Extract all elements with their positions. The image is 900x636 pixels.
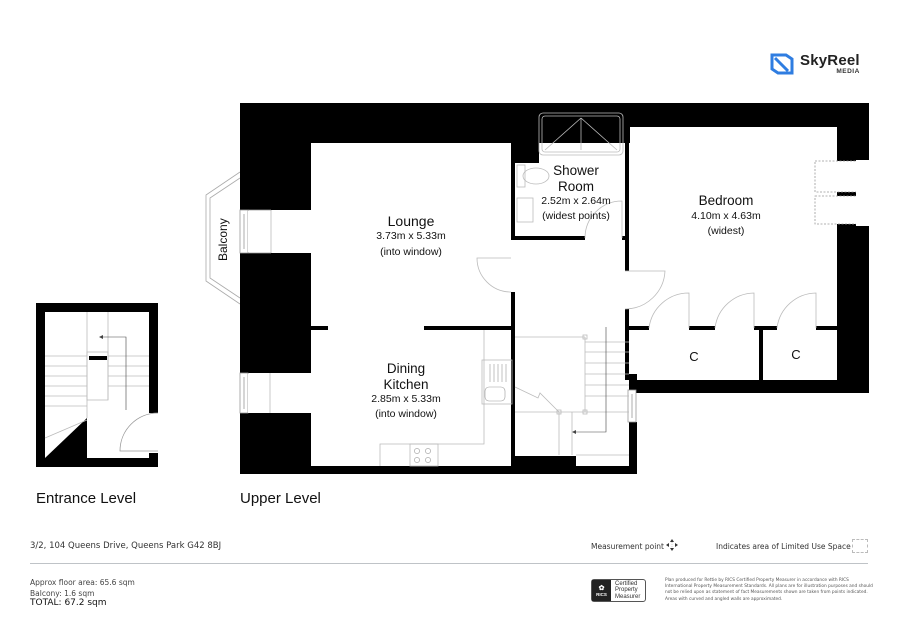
disclaimer-text: Plan produced for Rettie by RICS Certifi…	[665, 578, 873, 602]
rics-badge-text: RICS	[596, 592, 607, 597]
brand-name: SkyReel	[800, 52, 860, 69]
rics-logo-icon: ✿ RICS	[592, 580, 611, 601]
room-dimensions: 3.73m x 5.33m	[376, 230, 446, 243]
legend-measurement-point: Measurement point	[591, 542, 664, 551]
room-bedroom: Bedroom 4.10m x 4.63m (widest)	[691, 193, 760, 237]
entrance-level-label: Entrance Level	[36, 490, 137, 507]
room-shower: Shower Room 2.52m x 2.64m (widest points…	[541, 163, 610, 222]
property-address: 3/2, 104 Queens Drive, Queens Park G42 8…	[30, 541, 222, 551]
rics-certified-badge: ✿ RICS Certified Property Measurer	[591, 579, 647, 602]
room-name: Lounge	[387, 213, 435, 229]
rics-label-line2: Property	[615, 587, 638, 594]
balcony-area: Balcony: 1.6 sqm	[30, 589, 95, 598]
legend-measurement-label: Measurement point	[591, 542, 665, 551]
room-dimensions: 2.85m x 5.33m	[371, 393, 441, 406]
room-dimensions: 4.10m x 4.63m	[691, 209, 761, 222]
skyreel-logo: SkyReel MEDIA	[770, 53, 860, 76]
room-note: (into window)	[375, 408, 437, 421]
skyreel-logo-icon	[770, 53, 794, 75]
closet-label-1: C	[689, 349, 699, 364]
rics-label-line1: Certified	[615, 581, 638, 587]
room-name-line1: Shower	[553, 163, 599, 178]
floor-area: Approx floor area: 65.6 sqm	[30, 578, 135, 587]
room-name: Bedroom	[698, 193, 754, 208]
balcony-label: Balcony	[216, 218, 230, 261]
room-note: (widest)	[707, 224, 745, 237]
room-lounge: Lounge 3.73m x 5.33m (into window)	[376, 213, 445, 258]
limited-use-space-swatch	[852, 539, 868, 553]
entrance-level-plan	[36, 303, 159, 467]
brand-sub: MEDIA	[836, 68, 860, 75]
rics-label: Certified Property Measurer	[611, 580, 645, 601]
room-dining-kitchen: Dining Kitchen 2.85m x 5.33m (into windo…	[371, 361, 440, 420]
room-name-line1: Dining	[386, 361, 426, 376]
rics-label-line3: Measurer	[615, 593, 641, 600]
footer-divider	[30, 563, 868, 564]
room-note: (into window)	[380, 246, 442, 259]
measurement-point-icon	[666, 539, 678, 551]
total-area: TOTAL: 67.2 sqm	[30, 598, 107, 608]
room-name-line2: Room	[557, 178, 595, 194]
legend-limited-use: Indicates area of Limited Use Space	[716, 542, 851, 551]
room-dimensions: 2.52m x 2.64m	[541, 195, 611, 208]
upper-level-label: Upper Level	[240, 490, 321, 507]
closet-label-2: C	[791, 347, 801, 362]
room-note: (widest points)	[542, 210, 610, 223]
upper-level-plan	[205, 103, 869, 474]
room-name-line2: Kitchen	[383, 376, 429, 392]
